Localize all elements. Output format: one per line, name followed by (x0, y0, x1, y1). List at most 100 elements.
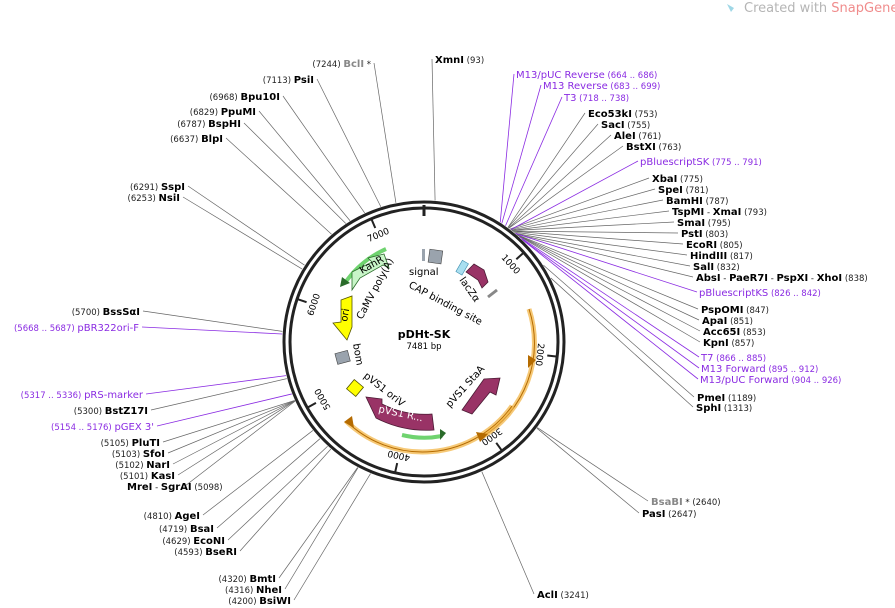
primer-part-name: pBluescriptSK (640, 157, 710, 168)
leader-line (510, 188, 656, 230)
leader-line (167, 400, 295, 454)
label-part-pos: (4593) (174, 548, 205, 558)
leader-line (284, 467, 359, 590)
leader-lines (141, 58, 701, 601)
label-part-pos: (6637) (170, 135, 201, 145)
watermark-prefix: Created with (744, 1, 831, 16)
leader-line (172, 400, 295, 465)
enzyme-label: (7113) PsiI (263, 75, 314, 86)
enzyme-label: (5102) NarI (115, 460, 170, 471)
label-part-pos: (4719) (159, 525, 190, 535)
label-part-name: PasI (642, 509, 665, 520)
feature-pvs1-staa (461, 377, 501, 415)
label-part-pos: (787) (703, 197, 729, 207)
label-part-pos: (6291) (130, 183, 161, 193)
label-part-name2: XmaI (713, 207, 742, 218)
label-part-name: BamHI (666, 196, 703, 207)
label-part-name: SmaI (677, 218, 705, 229)
label-part-pos: (5101) (120, 472, 151, 482)
primer-part-name: pGEX 3' (114, 422, 154, 433)
primer-part-range: (664 .. 686) (605, 71, 658, 81)
leader-line (316, 78, 382, 207)
leader-line (543, 264, 695, 398)
feature-lac-promoter (487, 288, 498, 299)
leader-line (184, 401, 296, 487)
label-part-name: BlpI (201, 134, 223, 145)
leader-line (508, 145, 624, 229)
enzyme-label: AleI (761) (614, 131, 661, 142)
label-part-pos: (6253) (128, 194, 159, 204)
label-part-name: AclI (537, 590, 558, 601)
label-part-pos: (7113) (263, 76, 294, 86)
leader-line (258, 110, 351, 221)
leader-line (145, 375, 287, 395)
leader-line (282, 95, 365, 214)
inner-label-signal: signal (409, 267, 439, 278)
green-arc-bottom (401, 433, 443, 440)
leader-line (243, 122, 347, 224)
leader-line (511, 210, 670, 231)
enzyme-label: (5300) BstZ17I (74, 406, 148, 417)
leader-line (509, 177, 650, 230)
primer-part-range: (718 .. 738) (576, 94, 629, 104)
label-part-pos: (6829) (190, 108, 221, 118)
label-part-name: Eco53kI (588, 109, 632, 120)
enzyme-label: AbsI - PaeR7I - PspXI - XhoI (838) (696, 273, 868, 284)
label-part-name: XmnI (435, 55, 464, 66)
label-part-name: PmeI (697, 393, 725, 404)
primer-part-range: (775 .. 791) (709, 158, 762, 168)
green-arrowhead-bottom (440, 429, 446, 440)
label-part-name: BssSαI (103, 307, 140, 318)
primer-label: M13 Forward (895 .. 912) (701, 364, 818, 375)
label-part-name: AbsI (696, 273, 721, 284)
leader-line (511, 199, 664, 231)
leader-line (513, 231, 688, 256)
label-part-pos: (1313) (721, 404, 752, 414)
label-part-name: SfoI (143, 449, 165, 460)
site-labels: XmnI (93)Eco53kI (753)SacI (755)AleI (76… (14, 55, 868, 607)
enzyme-label: XmnI (93) (435, 55, 484, 66)
tick-mark-2000 (547, 354, 557, 358)
label-part-pos: (7244) (312, 60, 343, 70)
label-part-pos: (2640) (690, 498, 721, 508)
leader-line (225, 137, 332, 235)
primer-part-range: (895 .. 912) (766, 365, 819, 375)
label-part-pos: (851) (727, 317, 753, 327)
leader-line (510, 160, 639, 230)
leader-line (518, 236, 700, 358)
primer-part-name: pRS-marker (84, 390, 144, 401)
svg-text:Created with SnapGene®: Created with SnapGene® (744, 0, 895, 16)
label-part-name: MreI (127, 482, 152, 493)
enzyme-label: BstXI (763) (626, 142, 681, 153)
label-part-pos: (805) (717, 241, 743, 251)
label-part-name: SacI (601, 120, 625, 131)
label-part-pos: (1189) (725, 394, 756, 404)
feature-pvs1-rep (365, 396, 435, 431)
leader-line (293, 473, 371, 601)
leader-line (511, 221, 675, 231)
enzyme-label: HindIII (817) (690, 251, 753, 262)
label-part-name: TspMI (672, 207, 704, 218)
leader-line (505, 96, 563, 226)
primer-label: T7 (866 .. 885) (700, 353, 766, 364)
label-part-pos: (5102) (115, 461, 146, 471)
label-part-name: SphI (696, 403, 721, 414)
leader-line (431, 58, 436, 201)
enzyme-label: (4593) BseRI (174, 547, 237, 558)
orf-arrowhead-bottom (344, 416, 354, 428)
label-part-pos: (781) (683, 186, 709, 196)
leader-line (141, 326, 283, 335)
label-part-pos: (793) (741, 208, 767, 218)
leader-line (182, 196, 303, 270)
enzyme-label: PmeI (1189) (697, 393, 756, 404)
leader-line (512, 230, 679, 234)
label-part-name: BstZ17I (105, 406, 148, 417)
backbone-outer (282, 200, 566, 484)
label-part-name: SspI (161, 182, 185, 193)
enzyme-label: BamHI (787) (666, 196, 728, 207)
label-part-name: EcoNI (193, 536, 225, 547)
enzyme-label: EcoRI (805) (686, 240, 743, 251)
leader-line (521, 238, 700, 369)
enzyme-label: SacI (755) (601, 120, 650, 131)
